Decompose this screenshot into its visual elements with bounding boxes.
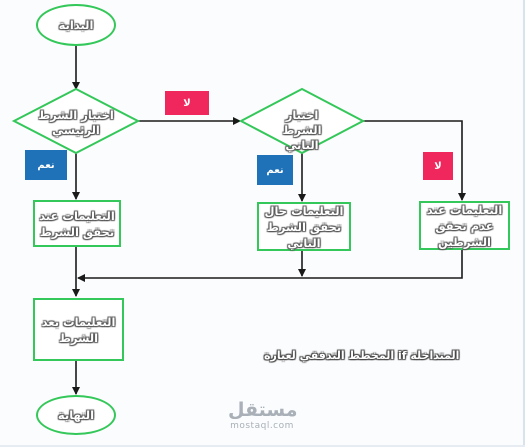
connector-decision2-no <box>363 120 466 201</box>
page-frame-bottom <box>0 445 525 447</box>
mostaql-watermark: مستقل mostaql.com <box>228 399 298 431</box>
process-both-false-text: التعليمات عند عدم تحقق الشرطين <box>426 202 503 249</box>
process-main-true-text: التعليمات عند تحقق الشرط <box>39 208 115 239</box>
connector-process3-merge <box>77 248 463 282</box>
end-label: النهاية <box>57 408 95 422</box>
yes-badge-2: نعم <box>257 155 293 185</box>
decision-second-label: اختبار الشرط الثاني <box>282 108 322 152</box>
no-badge-2: لا <box>423 152 453 180</box>
process-second-true: التعليمات حال تحقق الشرط الثاني <box>257 202 351 251</box>
no-badge-1: لا <box>165 91 209 115</box>
page-frame-right <box>523 0 525 447</box>
watermark-arabic: مستقل <box>228 399 298 421</box>
process-after-condition-text: التعليمات بعد الشرط <box>41 314 116 345</box>
start-label: البداية <box>58 18 94 32</box>
process-both-false: التعليمات عند عدم تحقق الشرطين <box>419 201 510 250</box>
decision-main-label: اختبار الشرط الرئيسي <box>38 108 114 137</box>
yes-badge-1: نعم <box>25 150 67 180</box>
diagram-caption: المخطط التدفقي لعبارة if المتداخلة <box>264 349 460 362</box>
start-terminator: البداية <box>36 4 116 46</box>
process-after-condition: التعليمات بعد الشرط <box>33 298 124 361</box>
end-terminator: النهاية <box>36 395 116 435</box>
process-second-true-text: التعليمات حال تحقق الشرط الثاني <box>264 203 344 250</box>
decision-second-shape <box>238 87 366 155</box>
decision-main-shape <box>11 87 141 155</box>
watermark-latin: mostaql.com <box>230 421 294 431</box>
process-main-true: التعليمات عند تحقق الشرط <box>33 200 121 247</box>
